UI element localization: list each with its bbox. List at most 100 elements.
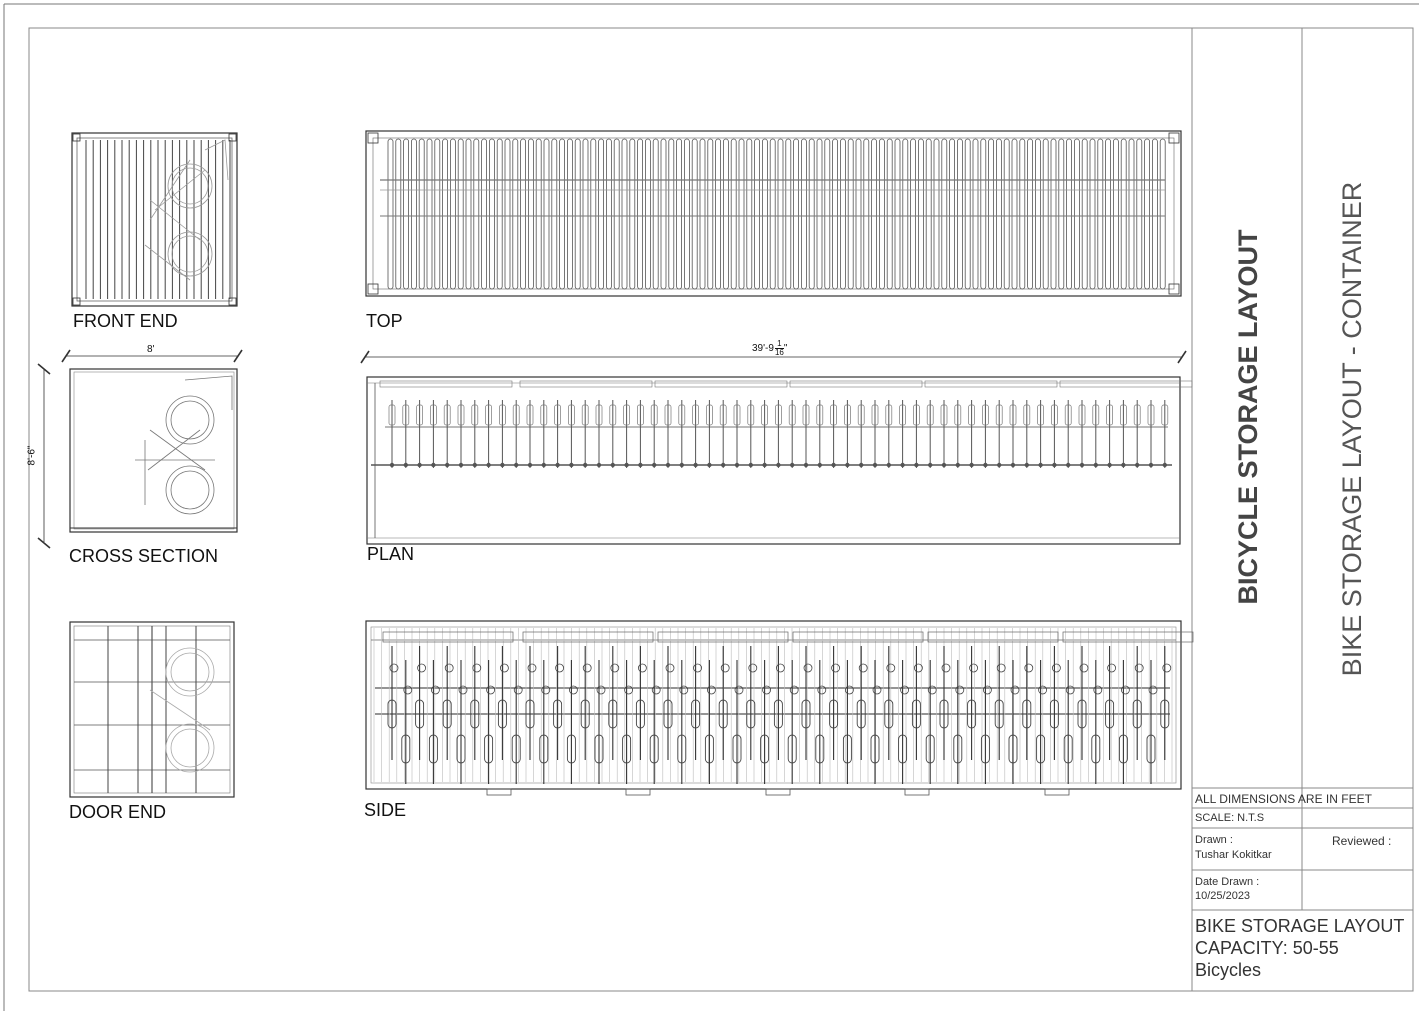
scale-note: SCALE: N.T.S <box>1195 812 1265 824</box>
height-dimension: 8'-6" <box>26 445 38 466</box>
top-rib <box>949 138 955 290</box>
front-end-label: FRONT END <box>73 311 178 331</box>
plan-bike-wheel <box>1037 404 1044 426</box>
top-rib <box>512 138 519 290</box>
top-rib <box>613 138 620 290</box>
top-view <box>365 130 1182 297</box>
top-rib <box>598 138 604 290</box>
top-rib <box>855 138 862 290</box>
front-end-view <box>71 132 238 307</box>
top-rib <box>941 138 948 290</box>
side-bike-seat <box>1079 663 1089 673</box>
side-bike-seat <box>582 663 592 673</box>
top-rib <box>567 138 573 290</box>
plan-bike-wheel <box>1161 404 1169 426</box>
top-rib <box>894 138 901 290</box>
plan-bike-hub <box>941 462 947 468</box>
plan-bike-hub <box>638 462 643 468</box>
side-bike-wheel <box>815 734 825 764</box>
plan-bike-wheel <box>706 404 713 426</box>
side-bike-wheel <box>635 699 645 729</box>
top-rib <box>410 138 417 290</box>
plan-bike-wheel <box>816 404 824 426</box>
side-bike-seat <box>776 663 785 673</box>
top-rib <box>769 138 776 290</box>
plan-bike-hub <box>389 462 395 468</box>
drawn-label: Drawn : <box>1195 834 1233 846</box>
side-bike-seat <box>499 663 509 673</box>
side-bike-wheel <box>870 734 880 764</box>
cross-section-view <box>37 349 243 549</box>
units-note: ALL DIMENSIONS ARE IN FEET <box>1195 792 1372 806</box>
side-bike-seat <box>872 685 882 695</box>
side-bike-seat <box>651 685 661 695</box>
side-bike-seat <box>430 685 440 695</box>
side-bike-wheel <box>760 734 770 764</box>
top-rib <box>1105 138 1111 290</box>
side-rack <box>927 631 1059 643</box>
plan-bike-hub <box>845 462 850 468</box>
side-bike-wheel <box>1008 734 1018 764</box>
top-rib <box>715 138 721 290</box>
plan-rack <box>1059 380 1193 388</box>
side-bike-wheel <box>967 699 977 729</box>
side-bike-seat <box>541 685 551 695</box>
plan-bike-wheel <box>623 404 630 426</box>
side-bike-wheel <box>539 734 549 764</box>
top-rib <box>684 138 690 290</box>
side-bike-seat <box>707 685 716 695</box>
side-label: SIDE <box>364 800 407 820</box>
side-bike-seat <box>955 685 965 695</box>
top-rib <box>996 138 1002 290</box>
length-frac-den: 16 <box>774 348 784 357</box>
top-rib <box>395 138 402 290</box>
top-rib <box>816 138 823 290</box>
side-bike-wheel <box>1146 734 1156 764</box>
top-rib <box>426 138 433 290</box>
plan-bike-hub <box>1093 462 1099 468</box>
top-rib <box>886 138 893 290</box>
top-rib <box>1011 138 1018 290</box>
top-rib <box>871 138 877 290</box>
side-bike-seat <box>679 685 689 695</box>
plan-bike-wheel <box>416 404 423 426</box>
plan-bike-hub <box>403 462 408 468</box>
side-bike-seat <box>513 685 523 695</box>
plan-bike-hub <box>1107 462 1112 468</box>
plan-bike-wheel <box>995 404 1003 426</box>
plan-bike-wheel <box>885 404 893 426</box>
side-bike-seat <box>486 685 496 695</box>
plan-bike-hub <box>790 462 795 468</box>
side-bike-seat <box>472 663 482 673</box>
side-bike-wheel <box>1105 699 1115 729</box>
top-rib <box>543 138 550 290</box>
side-bike-seat <box>1052 663 1061 673</box>
plan-bike-wheel <box>1092 404 1100 426</box>
top-rib <box>918 138 924 290</box>
top-label: TOP <box>366 311 403 331</box>
plan-bike-wheel <box>540 404 548 426</box>
top-rib <box>824 138 831 290</box>
top-rib <box>582 138 589 290</box>
plan-bike-hub <box>1052 462 1057 468</box>
plan-bike-hub <box>624 462 629 468</box>
side-bike-seat <box>444 663 454 673</box>
plan-bike-wheel <box>775 404 782 426</box>
length-main: 39'-9 <box>752 343 774 355</box>
top-rib <box>449 138 456 290</box>
side-bike-wheel <box>1049 699 1059 729</box>
side-bike-wheel <box>704 734 714 764</box>
side-bike-seat <box>1107 663 1116 673</box>
plan-bike-hub <box>610 462 615 468</box>
side-bike-seat <box>734 685 744 695</box>
plan-bike-wheel <box>830 404 837 426</box>
plan-bike-hub <box>596 462 602 468</box>
reviewed-label: Reviewed : <box>1332 834 1392 848</box>
plan-bike-wheel <box>871 404 879 426</box>
top-rib <box>762 138 768 290</box>
plan-bike-hub <box>1024 462 1030 468</box>
top-rib <box>691 138 698 290</box>
plan-bike-wheel <box>1106 404 1113 426</box>
top-rib <box>1003 138 1010 290</box>
